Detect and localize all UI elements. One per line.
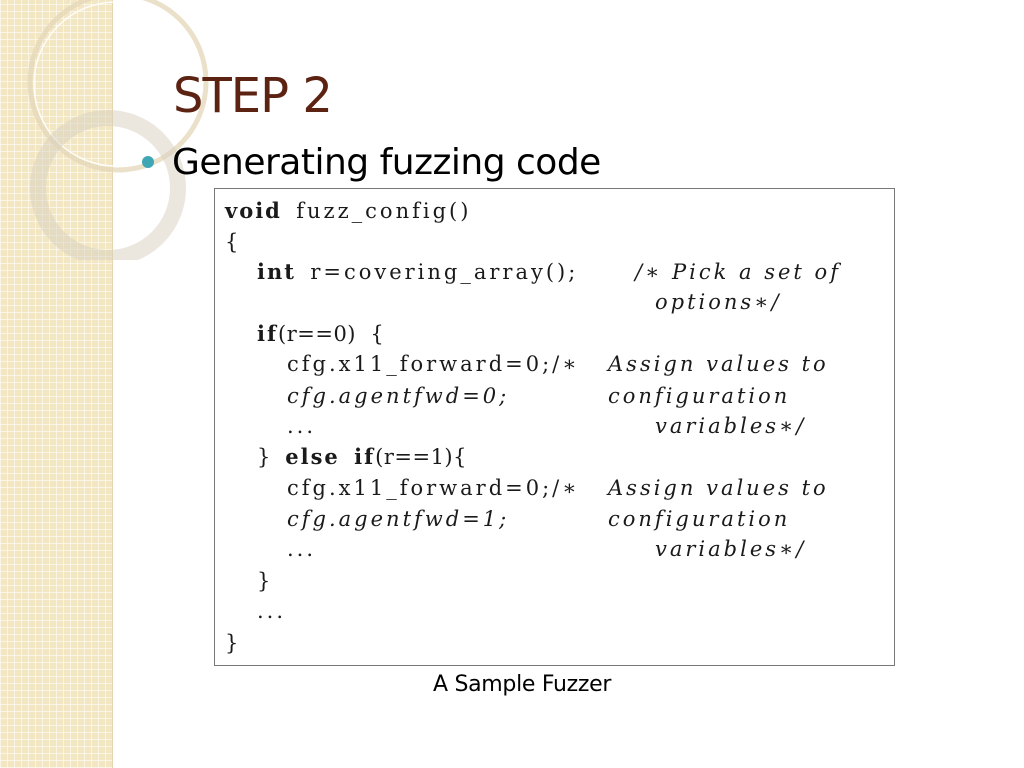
keyword-int: int: [257, 259, 296, 284]
code-text: (r==0) {: [278, 322, 385, 346]
code-listing: void fuzz_config() { int r=covering_arra…: [214, 188, 895, 666]
code-line-3: int r=covering_array();: [257, 257, 578, 287]
code-line-7: cfg.agentfwd=0;: [287, 384, 510, 408]
code-comment: variables∗/: [655, 537, 807, 561]
keyword-if: if: [257, 321, 279, 346]
code-line-13: }: [257, 569, 271, 593]
keyword-else: else: [285, 444, 340, 469]
code-line-10: cfg.x11_forward=0;/∗: [287, 476, 580, 500]
bullet-dot-icon: [142, 156, 154, 168]
slide-title: STEP 2: [173, 68, 333, 124]
code-comment: configuration: [608, 507, 791, 531]
code-line-8: ...: [287, 414, 317, 438]
code-comment: /∗ Pick a set of: [635, 260, 841, 284]
keyword-if: if: [354, 444, 376, 469]
code-line-11: cfg.agentfwd=1;: [287, 507, 510, 531]
bullet-item: Generating fuzzing code: [142, 138, 601, 186]
figure-caption: A Sample Fuzzer: [433, 672, 612, 697]
code-line-5: if(r==0) {: [257, 319, 384, 349]
code-line-9: } else if(r==1){: [257, 442, 467, 472]
code-text: (r==1){: [375, 445, 467, 469]
bullet-text: Generating fuzzing code: [172, 141, 601, 183]
function-signature: fuzz_config(): [296, 199, 472, 223]
code-line-15: }: [225, 631, 239, 655]
code-comment: variables∗/: [655, 414, 807, 438]
sidebar-pattern: [0, 0, 113, 768]
code-line-1: void fuzz_config(): [225, 196, 471, 226]
code-comment: Assign values to: [608, 476, 829, 500]
code-line-14: ...: [257, 599, 287, 623]
code-comment: options∗/: [655, 290, 782, 314]
code-comment: Assign values to: [608, 352, 829, 376]
code-text: }: [257, 445, 271, 469]
code-line-12: ...: [287, 537, 317, 561]
keyword-void: void: [225, 198, 282, 223]
code-line-2: {: [225, 230, 239, 254]
code-line-6: cfg.x11_forward=0;/∗: [287, 352, 580, 376]
code-text: r=covering_array();: [310, 260, 579, 284]
code-comment: configuration: [608, 384, 791, 408]
